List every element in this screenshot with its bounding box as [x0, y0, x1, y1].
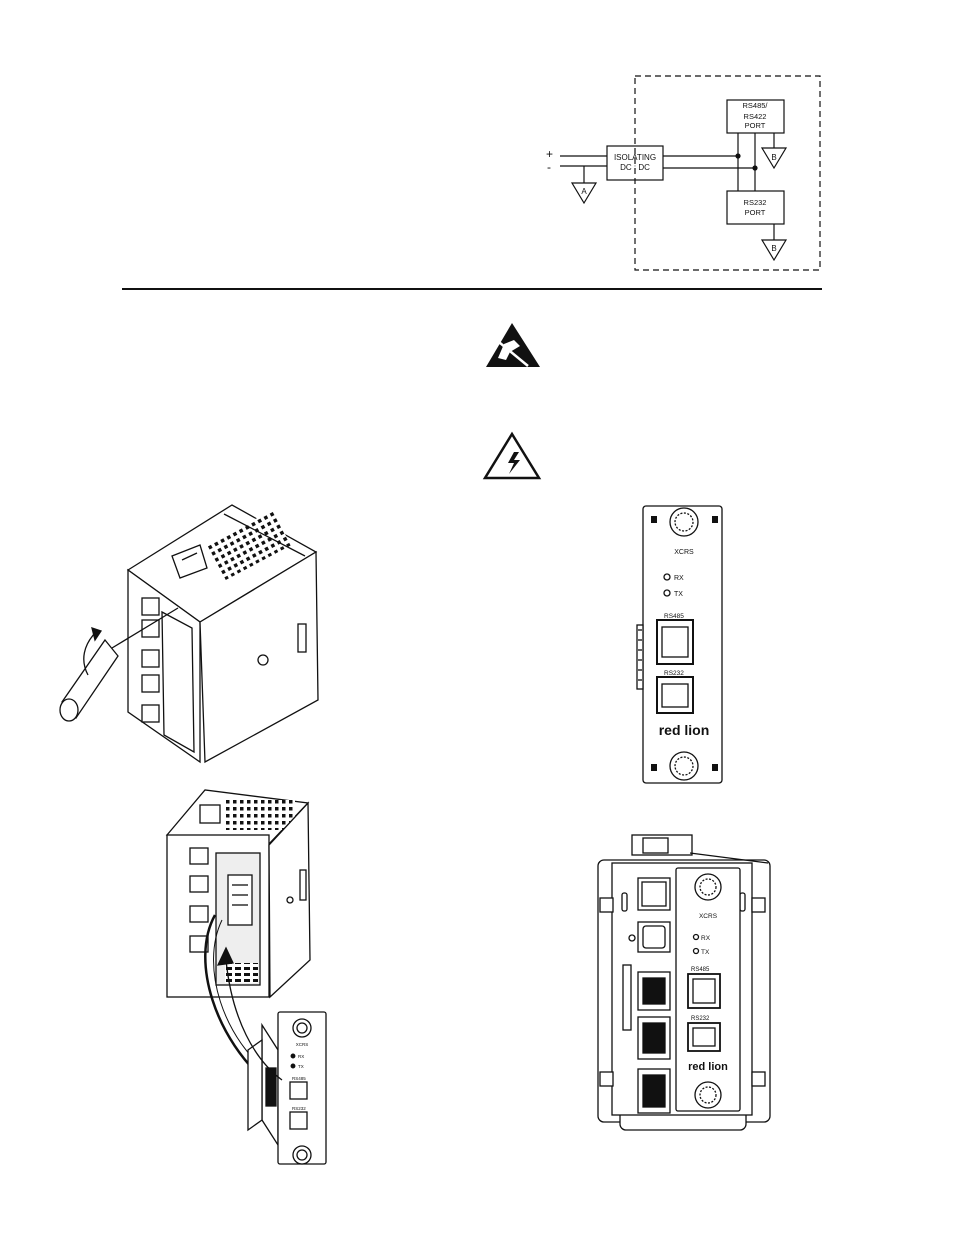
ground-b-label: B [771, 153, 776, 162]
isolated-region-dashed-box [634, 75, 821, 271]
rx-led-icon [663, 573, 671, 581]
rs232-port-label: RS232 [664, 670, 684, 677]
insert-rs232-label: RS232 [292, 1106, 306, 1111]
rs485-port-label: RS485 [664, 613, 684, 620]
ground-b-label-lower: B [771, 244, 776, 253]
rs485-port-box [726, 99, 785, 134]
ground-b-symbol [760, 147, 788, 170]
isolating-label: ISOLATING [614, 153, 656, 162]
plus-terminal-label: + [546, 147, 553, 161]
module-name-label: XCRS [674, 549, 694, 556]
isolation-schematic [560, 75, 821, 271]
esd-warning-icon [486, 323, 540, 367]
dcdc-label: DC : DC [620, 163, 650, 172]
ground-b-symbol-lower [760, 239, 788, 262]
ground-a-label: A [581, 187, 587, 196]
xcrs-module-front [636, 505, 723, 784]
ground-a-symbol [570, 182, 598, 205]
rs485-label-3: PORT [745, 121, 766, 130]
insert-rx-label: RX [298, 1054, 304, 1059]
xcrs-module-installed [597, 834, 771, 1131]
installed-module-name: XCRS [699, 913, 718, 920]
minus-terminal-label: - [547, 160, 551, 174]
rx-label: RX [674, 575, 684, 582]
rs485-label-2: RS422 [744, 112, 767, 121]
shock-warning-icon [482, 431, 542, 480]
installed-red-lion-logo: red lion [688, 1061, 728, 1073]
module-insertion-illustration [165, 789, 327, 1165]
isolating-dcdc-box [606, 145, 664, 181]
red-lion-logo: red lion [659, 722, 710, 738]
tx-label: TX [674, 591, 683, 598]
insert-tx-label: TX [298, 1064, 304, 1069]
rs232-label-2: PORT [745, 208, 766, 217]
installed-rs232-label: RS232 [691, 1016, 710, 1022]
tx-led-icon [663, 589, 671, 597]
insert-module-name: XCRS [296, 1042, 309, 1047]
insert-rs485-label: RS485 [292, 1076, 306, 1081]
rs485-label-1: RS485/ [742, 101, 768, 110]
installed-rx-label: RX [701, 935, 711, 942]
installed-rs485-label: RS485 [691, 967, 710, 973]
rs232-label-1: RS232 [744, 198, 767, 207]
insert-module-labels: XCRS RX TX RS485 RS232 [292, 1042, 308, 1111]
cover-removal-illustration [59, 504, 319, 764]
rs232-port-box [726, 190, 785, 225]
installed-tx-label: TX [701, 949, 710, 956]
